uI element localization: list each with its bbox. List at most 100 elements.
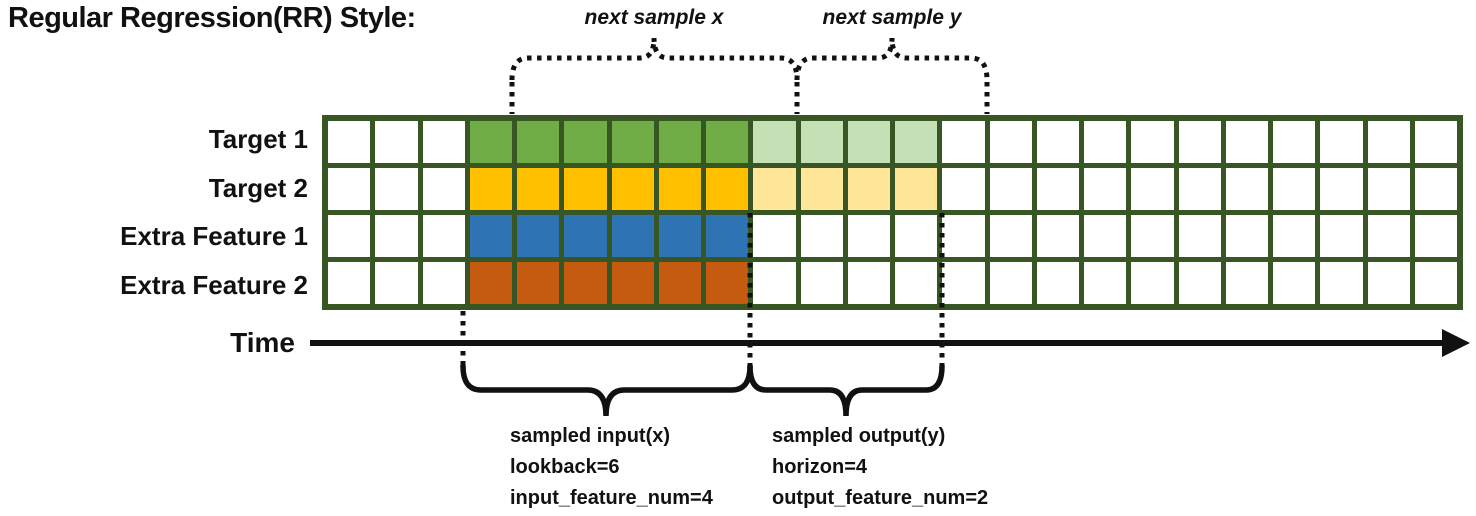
grid-cell — [611, 215, 654, 257]
grid-cell — [895, 215, 938, 257]
grid-cell — [1131, 215, 1174, 257]
grid-cell — [847, 168, 890, 210]
grid-cell — [1367, 262, 1410, 304]
grid-cell — [375, 121, 418, 163]
grid-cell — [328, 215, 371, 257]
lookback-value: lookback=6 — [510, 456, 620, 478]
row-label-target-2: Target 2 — [208, 172, 308, 203]
sampled-output-caption: sampled output(y) horizon=4 output_featu… — [772, 421, 988, 514]
grid-cell — [1178, 121, 1221, 163]
grid-cell — [328, 168, 371, 210]
grid-cell — [753, 168, 796, 210]
grid-cell — [564, 168, 607, 210]
grid-cell — [1036, 121, 1079, 163]
grid-cell — [1414, 168, 1457, 210]
grid-cell — [1131, 262, 1174, 304]
grid-cell — [1273, 168, 1316, 210]
sampled-input-brace — [460, 363, 753, 417]
grid-cell — [611, 168, 654, 210]
grid-cell — [1178, 168, 1221, 210]
grid-cell — [1225, 168, 1268, 210]
grid-cell — [1414, 121, 1457, 163]
grid-cell — [1414, 215, 1457, 257]
grid-cell — [753, 121, 796, 163]
grid-cell — [706, 215, 749, 257]
grid-cell — [1367, 121, 1410, 163]
grid-cell — [989, 262, 1032, 304]
grid-cell — [517, 168, 560, 210]
grid-cell — [1320, 121, 1363, 163]
grid-cell — [1225, 262, 1268, 304]
next-sample-y-label: next sample y — [822, 6, 962, 29]
sampled-output-title: sampled output(y) — [772, 425, 946, 447]
grid-cell — [1367, 168, 1410, 210]
grid-cell — [1036, 215, 1079, 257]
grid-cell — [847, 215, 890, 257]
grid-cell — [895, 121, 938, 163]
grid-cell — [942, 168, 985, 210]
grid-cell — [469, 262, 512, 304]
grid-cell — [469, 215, 512, 257]
page-title: Regular Regression(RR) Style: — [8, 2, 416, 34]
grid-cell — [800, 121, 843, 163]
grid-cell — [1131, 168, 1174, 210]
next-sample-y-brace — [794, 37, 990, 81]
row-label-target-1: Target 1 — [208, 123, 308, 154]
row-label-extra-feature-2: Extra Feature 2 — [120, 270, 308, 301]
grid-cell — [328, 121, 371, 163]
grid-cell — [422, 121, 465, 163]
grid-cell — [989, 215, 1032, 257]
grid-cell — [942, 121, 985, 163]
grid-cell — [422, 262, 465, 304]
grid-cell — [658, 215, 701, 257]
grid-cell — [942, 215, 985, 257]
grid-cell — [422, 215, 465, 257]
grid-cell — [706, 168, 749, 210]
grid-cell — [1273, 215, 1316, 257]
sampled-input-caption: sampled input(x) lookback=6 input_featur… — [510, 421, 713, 514]
grid-cell — [1178, 215, 1221, 257]
grid-cell — [564, 215, 607, 257]
grid-cell — [375, 215, 418, 257]
grid-cell — [422, 168, 465, 210]
grid-cell — [1084, 121, 1127, 163]
grid-cell — [517, 262, 560, 304]
grid-cell — [469, 168, 512, 210]
grid-cell — [1036, 168, 1079, 210]
grid-cell — [658, 262, 701, 304]
grid-cell — [1414, 262, 1457, 304]
grid-cell — [1273, 121, 1316, 163]
grid-cell — [706, 121, 749, 163]
grid-cell — [1084, 215, 1127, 257]
horizon-value: horizon=4 — [772, 456, 868, 478]
grid-cell — [847, 262, 890, 304]
grid-cell — [1273, 262, 1316, 304]
input-feature-num-value: input_feature_num=4 — [510, 487, 713, 509]
next-sample-x-label: next sample x — [584, 6, 724, 29]
grid-cell — [328, 262, 371, 304]
grid-cell — [1131, 121, 1174, 163]
grid-cell — [1320, 168, 1363, 210]
grid-cell — [989, 168, 1032, 210]
grid-cell — [895, 168, 938, 210]
output-feature-num-value: output_feature_num=2 — [772, 487, 989, 509]
grid-cell — [989, 121, 1032, 163]
grid-cell — [800, 168, 843, 210]
grid-cell — [517, 121, 560, 163]
grid-cell — [1036, 262, 1079, 304]
grid-cell — [753, 262, 796, 304]
row-label-extra-feature-1: Extra Feature 1 — [120, 221, 308, 252]
grid-cell — [517, 215, 560, 257]
grid-cell — [800, 215, 843, 257]
time-series-grid — [322, 115, 1463, 310]
grid-cell — [1320, 262, 1363, 304]
row-labels: Target 1 Target 2 Extra Feature 1 Extra … — [0, 115, 308, 310]
grid-cell — [564, 262, 607, 304]
grid-cell — [611, 262, 654, 304]
sampled-output-brace — [747, 363, 945, 417]
grid-cell — [1367, 215, 1410, 257]
grid-cell — [706, 262, 749, 304]
time-axis-arrowhead — [1442, 329, 1470, 357]
grid-cell — [1084, 262, 1127, 304]
